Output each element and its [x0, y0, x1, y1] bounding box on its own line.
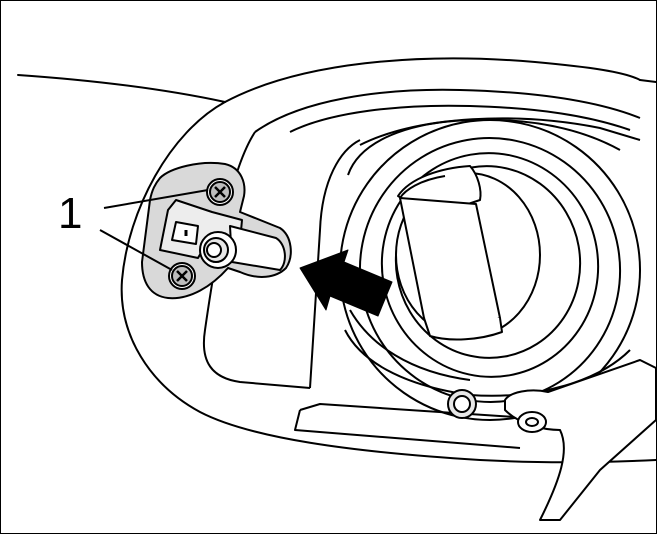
fuel-cap [395, 165, 541, 341]
flap-hinge [447, 359, 657, 521]
lock-actuator [141, 162, 292, 300]
flap-recess [202, 88, 641, 449]
callout-leaders [99, 189, 209, 271]
callout-label-1: 1 [58, 189, 83, 238]
screw-lower [168, 262, 196, 290]
screw-upper [206, 178, 234, 206]
push-arrow-icon [299, 249, 393, 317]
body-panel [17, 57, 657, 464]
